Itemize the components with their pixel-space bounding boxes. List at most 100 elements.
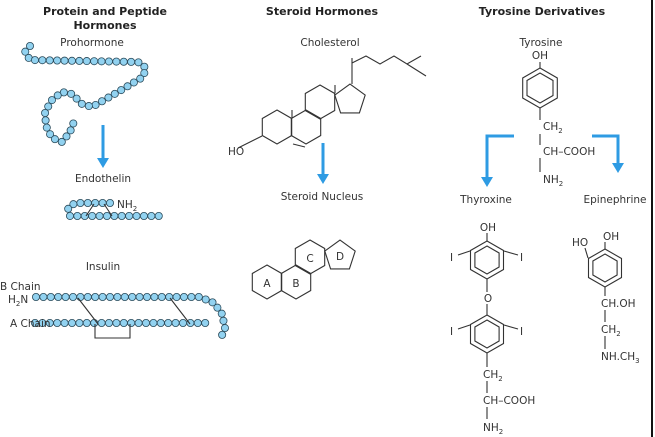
prohormone-bead xyxy=(123,82,132,91)
endothelin-bead xyxy=(76,198,85,207)
epinephrine-nhch3: NH.CH3 xyxy=(601,351,640,365)
insulin-b-chain-bead xyxy=(98,292,107,301)
side-chain xyxy=(351,55,427,84)
right-border xyxy=(651,0,653,437)
insulin-a-chain-bead xyxy=(68,318,77,327)
insulin-a-chain-bead xyxy=(141,318,150,327)
thyroxine-iodine-4: I xyxy=(520,326,523,338)
steroid-nucleus-label: Steroid Nucleus xyxy=(281,191,363,203)
ring-d: D xyxy=(336,251,344,263)
endothelin-bead xyxy=(106,198,115,207)
epinephrine-structure xyxy=(584,242,623,349)
endothelin-bead xyxy=(147,211,156,220)
arrow-tyrosine-epinephrine xyxy=(592,134,620,164)
prohormone-bead xyxy=(47,96,56,105)
prohormone-bead xyxy=(57,137,66,146)
prohormone-bead xyxy=(53,56,62,65)
insulin-a-chain-bead xyxy=(82,318,91,327)
endothelin-bead xyxy=(73,211,82,220)
prohormone-bead xyxy=(60,56,69,65)
insulin-b-chain-bead xyxy=(201,295,210,304)
ring-d xyxy=(334,83,366,114)
endothelin-label: Endothelin xyxy=(75,173,131,185)
tyrosine-label: Tyrosine xyxy=(518,37,562,49)
steroid-title: Steroid Hormones xyxy=(266,5,379,18)
prohormone-bead xyxy=(44,102,53,111)
prohormone-bead xyxy=(42,123,51,132)
tyrosine-title: Tyrosine Derivatives xyxy=(479,5,606,18)
protein-title-line2: Hormones xyxy=(73,19,136,32)
insulin-b-chain-bead xyxy=(128,292,137,301)
tyrosine-nh2: NH2 xyxy=(543,174,563,188)
insulin-a-chain-bead xyxy=(149,318,158,327)
insulin-a-chain-bead xyxy=(60,318,69,327)
insulin-b-chain-bead xyxy=(172,292,181,301)
ring-a xyxy=(261,109,293,145)
prohormone-bead xyxy=(82,57,91,66)
prohormone-bead xyxy=(127,57,136,66)
h2n-label: H2N xyxy=(8,294,28,308)
insulin-b-chain-bead xyxy=(120,292,129,301)
prohormone-bead xyxy=(134,58,143,67)
arrow-tyrosine-thyroxine-head xyxy=(481,177,493,187)
a-chain-label: A Chain xyxy=(10,318,51,330)
methyl-groups xyxy=(291,85,336,118)
nucleus-ring-c xyxy=(294,239,326,275)
thyroxine-ring-1 xyxy=(469,240,505,280)
insulin-a-chain-bead xyxy=(119,318,128,327)
insulin-b-chain-bead xyxy=(194,292,203,301)
prohormone-bead xyxy=(129,78,138,87)
insulin-b-chain-bead xyxy=(32,292,41,301)
endothelin-bead xyxy=(83,198,92,207)
prohormone-bead xyxy=(25,42,34,51)
prohormone-bead xyxy=(46,130,55,139)
insulin-disulfide-bonds xyxy=(77,297,191,339)
prohormone-bead xyxy=(75,56,84,65)
peptide-chains xyxy=(21,42,229,339)
arrow-prohormone-endothelin-head xyxy=(97,158,109,168)
endothelin-bead xyxy=(117,211,126,220)
b-chain-label: B Chain xyxy=(0,281,41,293)
endothelin-bead xyxy=(95,211,104,220)
ring-c: C xyxy=(306,253,313,265)
prohormone-bead xyxy=(50,135,59,144)
insulin-b-chain-bead xyxy=(220,324,229,333)
insulin-a-chain-bead xyxy=(164,318,173,327)
prohormone-bead xyxy=(69,119,78,128)
hydroxyl-bond xyxy=(237,135,263,149)
tyrosine-structure xyxy=(522,62,558,172)
insulin-a-chain-bead xyxy=(53,318,62,327)
prohormone-bead xyxy=(97,57,106,66)
thyroxine-iodine-1: I xyxy=(450,252,453,264)
thyroxine-iodine-3: I xyxy=(450,326,453,338)
endothelin-bead xyxy=(125,211,134,220)
insulin-b-chain-bead xyxy=(150,292,159,301)
prohormone-bead xyxy=(140,69,149,78)
prohormone-bead xyxy=(67,89,76,98)
epinephrine-ch2: CH2 xyxy=(601,324,621,338)
steroid-nucleus-structure xyxy=(251,239,356,300)
epinephrine-label: Epinephrine xyxy=(584,194,647,206)
epinephrine-inner-ring xyxy=(592,253,618,283)
tyrosine-ch2: CH2 xyxy=(543,121,563,135)
insulin-b-chain-bead xyxy=(218,330,227,339)
ring-b: B xyxy=(292,278,299,290)
insulin-a-chain-bead xyxy=(75,318,84,327)
thyroxine-structure xyxy=(457,233,519,419)
insulin-b-chain-bead xyxy=(113,292,122,301)
thyroxine-inner-ring-1 xyxy=(474,245,500,275)
insulin-a-chain-bead xyxy=(178,318,187,327)
endothelin-bead xyxy=(154,211,163,220)
epinephrine-choh: CH.OH xyxy=(601,298,636,310)
arrow-tyrosine-epinephrine-head xyxy=(612,163,624,173)
prohormone-bead xyxy=(66,126,75,135)
insulin-b-chain-bead xyxy=(69,292,78,301)
thyroxine-ch-cooh: CH–COOH xyxy=(483,395,535,407)
prohormone-bead xyxy=(110,89,119,98)
prohormone-bead xyxy=(104,57,113,66)
insulin-b-chain-bead xyxy=(76,292,85,301)
prohormone-bead xyxy=(62,132,71,141)
endothelin-bead xyxy=(65,211,74,220)
insulin-label: Insulin xyxy=(86,261,120,273)
thyroxine-oxygen: O xyxy=(484,293,492,305)
